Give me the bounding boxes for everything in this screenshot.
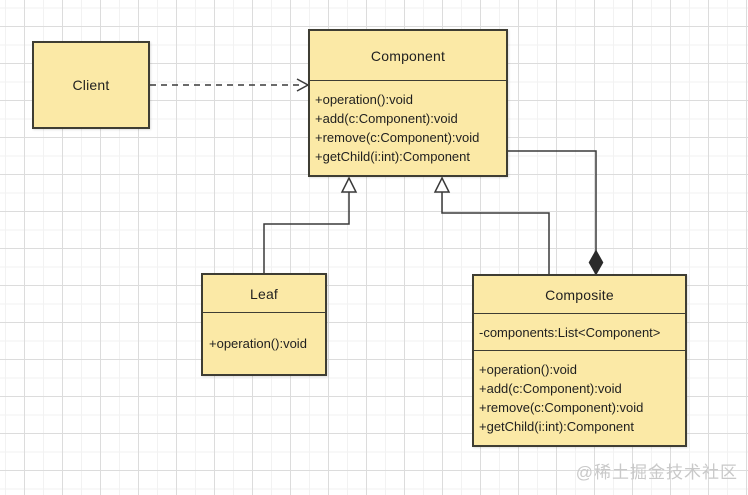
- class-box-component[interactable]: Component +operation():void +add(c:Compo…: [308, 29, 508, 177]
- methods-compartment: +operation():void: [203, 312, 325, 373]
- method-item: +getChild(i:int):Component: [479, 419, 634, 434]
- generalization-connector-composite-component[interactable]: [433, 176, 550, 274]
- attribute-item: -components:List<Component>: [479, 324, 661, 340]
- attributes-compartment: -components:List<Component>: [474, 313, 685, 350]
- class-title: Component: [370, 47, 446, 64]
- hollow-triangle-icon: [340, 176, 358, 193]
- methods-compartment: +operation():void +add(c:Component):void…: [474, 350, 685, 436]
- method-item: +operation():void: [479, 362, 577, 377]
- class-title: Leaf: [249, 285, 279, 302]
- methods-compartment: +operation():void +add(c:Component):void…: [310, 80, 506, 166]
- filled-diamond-icon: [588, 249, 604, 276]
- method-item: +add(c:Component):void: [479, 381, 622, 396]
- class-box-composite[interactable]: Composite -components:List<Component> +o…: [472, 274, 687, 447]
- hollow-triangle-icon: [433, 176, 451, 193]
- method-item: +remove(c:Component):void: [479, 400, 644, 415]
- elbow-line: [441, 192, 550, 274]
- method-item: +operation():void: [315, 92, 413, 107]
- class-title: Client: [72, 77, 110, 93]
- class-title: Composite: [545, 286, 614, 303]
- watermark: @稀土掘金技术社区: [575, 463, 738, 482]
- elbow-line: [508, 150, 597, 252]
- elbow-line: [263, 192, 350, 273]
- generalization-connector-leaf-component[interactable]: [263, 176, 358, 273]
- method-item: +add(c:Component):void: [315, 111, 458, 126]
- method-item: +remove(c:Component):void: [315, 130, 480, 145]
- class-box-client[interactable]: Client: [32, 41, 150, 129]
- method-item: +getChild(i:int):Component: [315, 149, 470, 164]
- dependency-connector-client-component[interactable]: [150, 78, 310, 92]
- composition-connector-component-composite[interactable]: [508, 150, 604, 276]
- method-item: +operation():void: [209, 335, 307, 351]
- class-box-leaf[interactable]: Leaf +operation():void: [201, 273, 327, 376]
